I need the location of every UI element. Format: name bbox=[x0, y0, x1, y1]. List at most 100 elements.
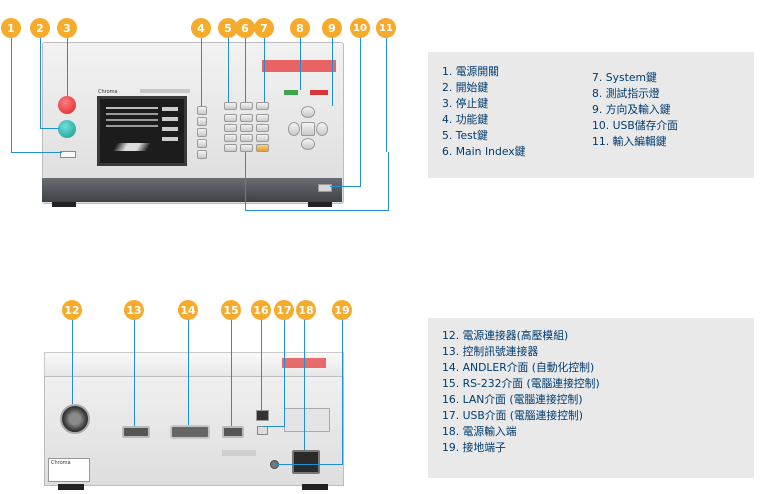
leader-line-15 bbox=[231, 318, 233, 426]
keypad-key[interactable] bbox=[240, 114, 253, 122]
function-key-4[interactable] bbox=[197, 139, 207, 148]
legend-item: 5. Test鍵 bbox=[442, 129, 488, 142]
badge-12: 12 bbox=[62, 300, 82, 320]
arrow-down-key[interactable] bbox=[301, 138, 315, 150]
badge-16: 16 bbox=[251, 300, 271, 320]
legend-item: 11. 輸入編輯鍵 bbox=[592, 135, 667, 148]
leader-line-11 bbox=[245, 152, 389, 211]
badge-8: 8 bbox=[290, 18, 310, 38]
legend-item: 6. Main Index鍵 bbox=[442, 145, 526, 158]
handler-connector[interactable] bbox=[170, 425, 210, 439]
leader-line-11b bbox=[386, 38, 388, 152]
legend-item: 13. 控制訊號連接器 bbox=[442, 345, 539, 358]
rear-logo: Chroma bbox=[51, 460, 71, 466]
badge-6: 6 bbox=[235, 18, 255, 38]
usb-port[interactable] bbox=[257, 426, 268, 435]
leader-line-19 bbox=[276, 318, 343, 465]
legend-item: 10. USB儲存介面 bbox=[592, 119, 678, 132]
function-key-2[interactable] bbox=[197, 117, 207, 126]
function-key-3[interactable] bbox=[197, 128, 207, 137]
front-legend-col-right: 7. System鍵 8. 測試指示燈 9. 方向及輸入鍵 10. USB儲存介… bbox=[592, 70, 678, 150]
power-inlet[interactable] bbox=[292, 450, 320, 474]
keypad-key[interactable] bbox=[256, 124, 269, 132]
start-button[interactable] bbox=[58, 120, 76, 138]
keypad-key[interactable] bbox=[240, 124, 253, 132]
keypad-key[interactable] bbox=[256, 134, 269, 142]
keypad-key[interactable] bbox=[240, 134, 253, 142]
badge-11: 11 bbox=[376, 18, 396, 38]
legend-item: 7. System鍵 bbox=[592, 71, 657, 84]
badge-9: 9 bbox=[322, 18, 342, 38]
legend-item: 15. RS-232介面 (電腦連接控制) bbox=[442, 377, 600, 390]
legend-item: 12. 電源連接器(高壓模組) bbox=[442, 329, 569, 342]
power-switch[interactable] bbox=[60, 151, 76, 158]
keypad-key[interactable] bbox=[224, 114, 237, 122]
leader-line-4 bbox=[201, 38, 203, 106]
badge-4: 4 bbox=[191, 18, 211, 38]
stop-button[interactable] bbox=[58, 96, 76, 114]
badge-2: 2 bbox=[30, 18, 50, 38]
keypad-key[interactable] bbox=[240, 144, 253, 152]
front-base bbox=[42, 178, 342, 202]
badge-19: 19 bbox=[332, 300, 352, 320]
badge-14: 14 bbox=[178, 300, 198, 320]
function-key-5[interactable] bbox=[197, 150, 207, 159]
leader-line-3 bbox=[67, 38, 69, 96]
leader-line-2 bbox=[40, 38, 59, 129]
legend-item: 17. USB介面 (電腦連接控制) bbox=[442, 409, 583, 422]
front-legend-panel: 1. 電源開關 2. 開始鍵 3. 停止鍵 4. 功能鍵 5. Test鍵 6.… bbox=[428, 52, 754, 178]
badge-13: 13 bbox=[124, 300, 144, 320]
leader-line-10 bbox=[330, 38, 361, 187]
direction-pad bbox=[286, 106, 330, 150]
leader-line-13 bbox=[134, 318, 136, 426]
function-key-1[interactable] bbox=[197, 106, 207, 115]
leader-line-1 bbox=[11, 38, 62, 153]
legend-item: 1. 電源開關 bbox=[442, 65, 499, 78]
keypad-key[interactable] bbox=[256, 114, 269, 122]
rear-label bbox=[48, 458, 90, 482]
badge-7: 7 bbox=[254, 18, 274, 38]
test-key[interactable] bbox=[224, 102, 237, 110]
lan-port[interactable] bbox=[256, 410, 269, 421]
keypad-key[interactable] bbox=[224, 124, 237, 132]
arrow-left-key[interactable] bbox=[288, 122, 300, 136]
hv-power-connector[interactable] bbox=[60, 404, 90, 434]
enter-key[interactable] bbox=[301, 122, 315, 136]
arrow-right-key[interactable] bbox=[316, 122, 328, 136]
leader-line-7 bbox=[264, 38, 266, 102]
leader-line-9 bbox=[308, 38, 333, 106]
badge-15: 15 bbox=[221, 300, 241, 320]
legend-item: 16. LAN介面 (電腦連接控制) bbox=[442, 393, 583, 406]
test-indicator-red bbox=[310, 90, 328, 95]
leader-line-16 bbox=[261, 318, 263, 410]
rear-legend-panel: 12. 電源連接器(高壓模組) 13. 控制訊號連接器 14. ANDLER介面… bbox=[428, 318, 754, 478]
keypad bbox=[222, 100, 272, 160]
rs232-connector[interactable] bbox=[222, 426, 244, 438]
arrow-up-key[interactable] bbox=[301, 106, 315, 118]
rear-foot-right bbox=[302, 484, 328, 490]
front-foot-right bbox=[308, 202, 332, 207]
test-indicator-green bbox=[284, 90, 298, 95]
keypad-key[interactable] bbox=[224, 144, 237, 152]
badge-17: 17 bbox=[274, 300, 294, 320]
usb-storage-port[interactable] bbox=[318, 184, 332, 192]
legend-item: 14. ANDLER介面 (自動化控制) bbox=[442, 361, 595, 374]
legend-item: 18. 電源輸入端 bbox=[442, 425, 517, 438]
legend-item: 19. 接地端子 bbox=[442, 441, 506, 454]
system-key[interactable] bbox=[256, 102, 269, 110]
certification-marks bbox=[222, 450, 256, 456]
lcd-screen bbox=[97, 96, 187, 166]
leader-line-12 bbox=[72, 318, 74, 404]
device-logo: Chroma bbox=[98, 89, 118, 95]
badge-5: 5 bbox=[218, 18, 238, 38]
keypad-key[interactable] bbox=[224, 134, 237, 142]
leader-line-17 bbox=[264, 318, 285, 427]
front-legend-col-left: 1. 電源開關 2. 開始鍵 3. 停止鍵 4. 功能鍵 5. Test鍵 6.… bbox=[442, 64, 525, 160]
legend-item: 9. 方向及輸入鍵 bbox=[592, 103, 671, 116]
leader-line-8 bbox=[300, 38, 302, 90]
rear-legend-col: 12. 電源連接器(高壓模組) 13. 控制訊號連接器 14. ANDLER介面… bbox=[442, 328, 600, 456]
control-signal-connector[interactable] bbox=[122, 426, 150, 438]
legend-item: 4. 功能鍵 bbox=[442, 113, 489, 126]
edit-key[interactable] bbox=[256, 144, 269, 152]
main-index-key[interactable] bbox=[240, 102, 253, 110]
